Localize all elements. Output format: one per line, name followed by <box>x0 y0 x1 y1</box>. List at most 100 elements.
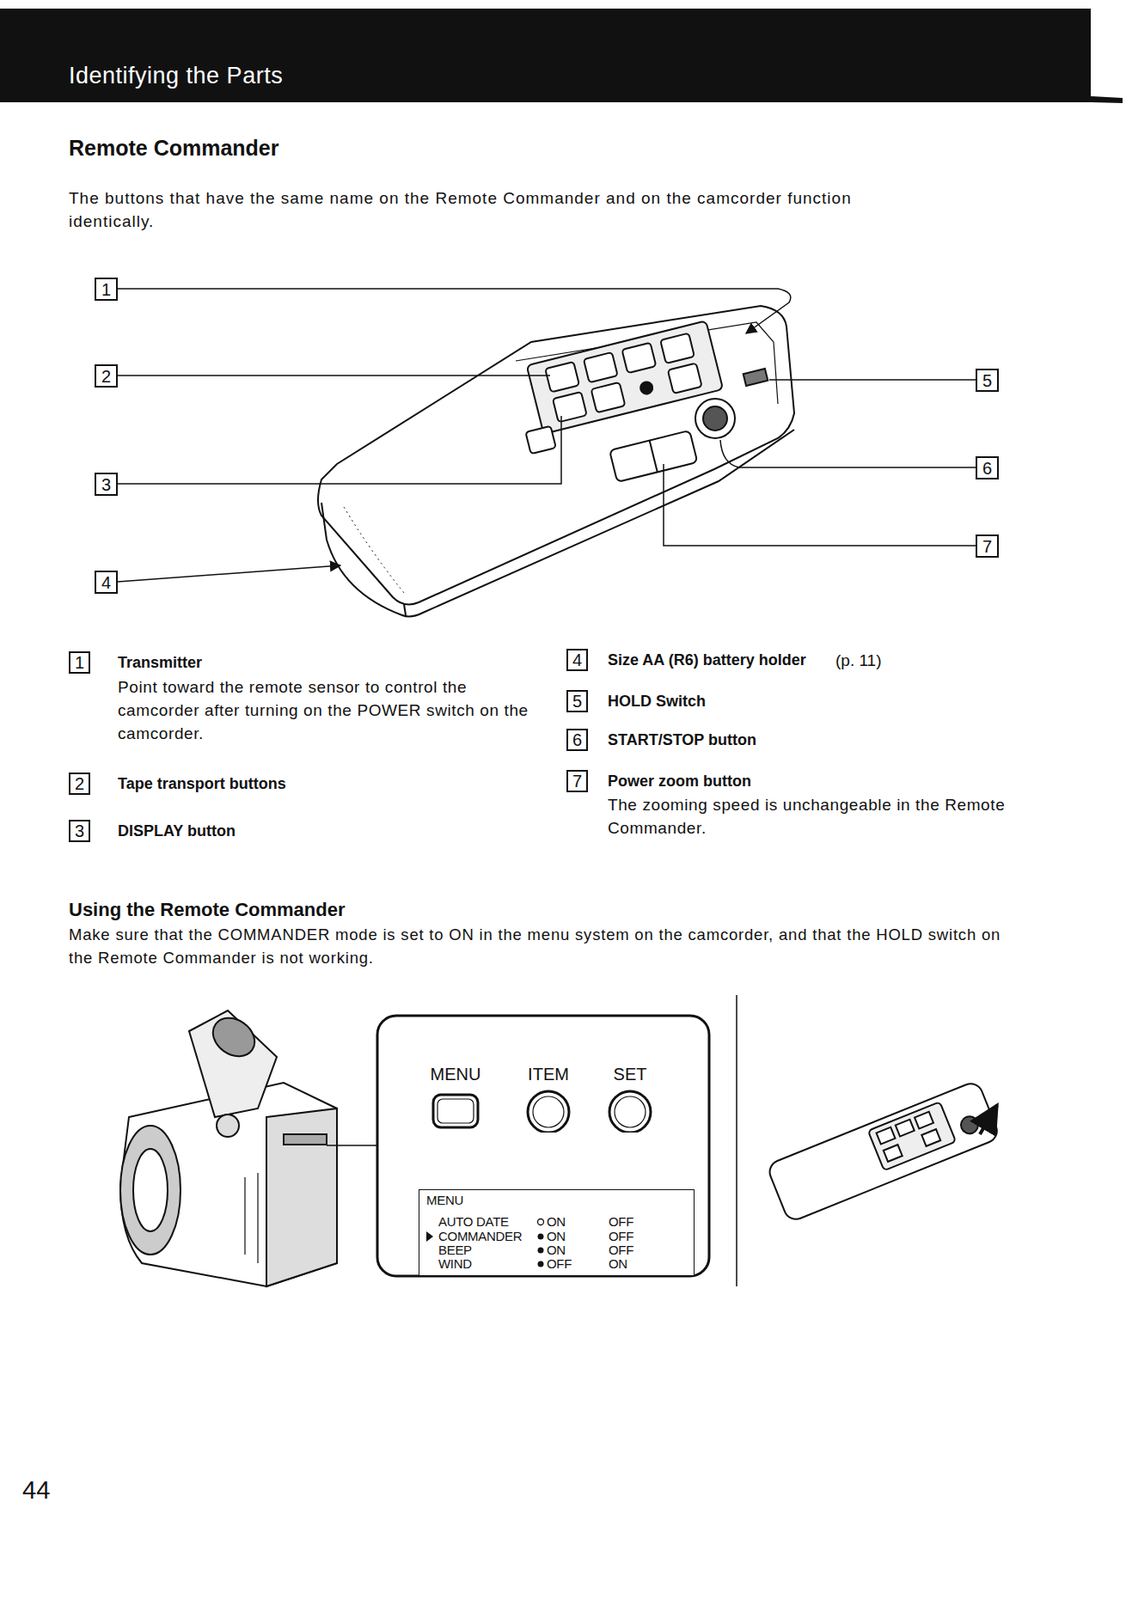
menu-entry: OFF <box>608 1215 634 1230</box>
instruction-text: Make sure that the COMMANDER mode is set… <box>68 923 1019 970</box>
zoom-divider <box>649 440 658 473</box>
remote-body <box>318 305 795 605</box>
transport-button <box>622 342 657 374</box>
menu-entry: AUTO DATE <box>438 1215 509 1230</box>
callout-text: 6 <box>982 459 992 478</box>
callout-text: 5 <box>982 372 992 390</box>
separator-line <box>735 995 738 1287</box>
small-remote-body <box>765 1080 1001 1224</box>
round-button-inner <box>614 1096 646 1128</box>
leader-line <box>326 1144 380 1147</box>
part-name: Size AA (R6) battery holder <box>607 650 807 671</box>
menu-button: MENU <box>412 1064 499 1133</box>
transport-button <box>591 382 626 413</box>
small-remote-button <box>895 1119 915 1138</box>
callout-text: 7 <box>982 538 992 556</box>
transport-button <box>639 380 655 396</box>
menu-buttons <box>283 1134 327 1145</box>
display-button <box>525 426 556 454</box>
menu-entry: ON <box>546 1215 566 1230</box>
panel-plate <box>526 320 723 435</box>
section-heading: Using the Remote Commander <box>68 898 346 923</box>
callout-text: 5 <box>572 692 582 710</box>
callout-number: 4 <box>566 648 588 672</box>
part-name: HOLD Switch <box>607 691 706 712</box>
page-reference: (p. 11) <box>835 650 882 672</box>
small-remote-button <box>876 1127 896 1145</box>
callout-number: 3 <box>94 472 118 496</box>
menu-dot <box>538 1248 545 1255</box>
leader-line <box>769 379 976 381</box>
menu-button-inner <box>437 1099 474 1124</box>
menu-entry: OFF <box>608 1243 634 1258</box>
menu-entry: WIND <box>438 1257 472 1272</box>
section-heading: Remote Commander <box>68 134 280 162</box>
header-bar <box>0 8 1091 103</box>
battery-lid-seam <box>343 507 404 594</box>
part-name: Transmitter <box>117 653 202 674</box>
hold-switch <box>743 368 769 386</box>
camcorder-illustration <box>120 1010 337 1287</box>
callout-number: 6 <box>566 728 588 752</box>
callout-number: 2 <box>94 364 118 388</box>
part-name: START/STOP button <box>607 730 757 751</box>
transport-button <box>667 363 703 394</box>
menu-button: ITEM <box>505 1064 592 1133</box>
viewfinder <box>189 1010 277 1118</box>
menu-entry: OFF <box>608 1230 634 1244</box>
round-button-inner <box>532 1096 564 1128</box>
zoom-frame <box>609 430 698 483</box>
camcorder-side <box>266 1108 337 1287</box>
part-name: Power zoom button <box>607 771 752 792</box>
menu-entry: BEEP <box>438 1243 472 1258</box>
start-stop-ring <box>695 398 735 439</box>
round-button-shape <box>527 1091 570 1133</box>
part-name: Tape transport buttons <box>117 774 287 795</box>
remote-edge <box>403 604 406 616</box>
round-button-shape <box>609 1091 651 1133</box>
transport-button <box>660 333 695 364</box>
callout-number: 2 <box>68 772 91 796</box>
part-description: Point toward the remote sensor to contro… <box>117 675 531 746</box>
leader-line <box>663 464 976 546</box>
callout-number: 6 <box>975 456 999 480</box>
callout-text: 1 <box>101 281 111 299</box>
transport-button <box>552 391 588 423</box>
menu-entry: ON <box>546 1243 566 1258</box>
menu-title: MENU <box>426 1193 464 1208</box>
small-remote <box>765 1080 1001 1224</box>
callout-number: 3 <box>68 820 91 843</box>
callout-number: 7 <box>975 534 999 558</box>
grip-lines <box>244 1173 258 1264</box>
leader-line <box>117 416 562 484</box>
page-number: 44 <box>22 1474 50 1506</box>
small-remote-start <box>958 1113 981 1137</box>
menu-dot-hollow <box>538 1219 545 1226</box>
lens-glass <box>133 1149 168 1232</box>
menu-panel <box>377 1015 710 1277</box>
callout-number: 4 <box>94 570 118 594</box>
zoom-rocker <box>609 430 698 483</box>
menu-dot <box>538 1234 545 1241</box>
control-dial <box>216 1114 239 1138</box>
menu-entry: OFF <box>546 1257 572 1272</box>
transport-button <box>544 361 580 392</box>
remote-underside <box>321 429 795 617</box>
small-remote-button <box>914 1112 934 1130</box>
callout-text: 1 <box>74 654 85 672</box>
menu-cursor <box>426 1231 434 1243</box>
part-description: The zooming speed is unchangeable in the… <box>607 793 1012 840</box>
button-label: ITEM <box>505 1064 592 1085</box>
intro-text: The buttons that have the same name on t… <box>68 186 937 233</box>
leader-line <box>117 374 551 377</box>
button-label: MENU <box>412 1064 499 1085</box>
menu-button-shape <box>433 1095 478 1128</box>
eyepiece <box>205 1010 263 1065</box>
callout-number: 7 <box>566 770 588 793</box>
small-remote-button <box>883 1144 903 1163</box>
callout-number: 1 <box>94 277 118 301</box>
leader-lines <box>117 288 976 582</box>
button-panel <box>509 320 727 454</box>
callout-text: 4 <box>101 574 111 592</box>
part-name: DISPLAY button <box>117 821 236 842</box>
